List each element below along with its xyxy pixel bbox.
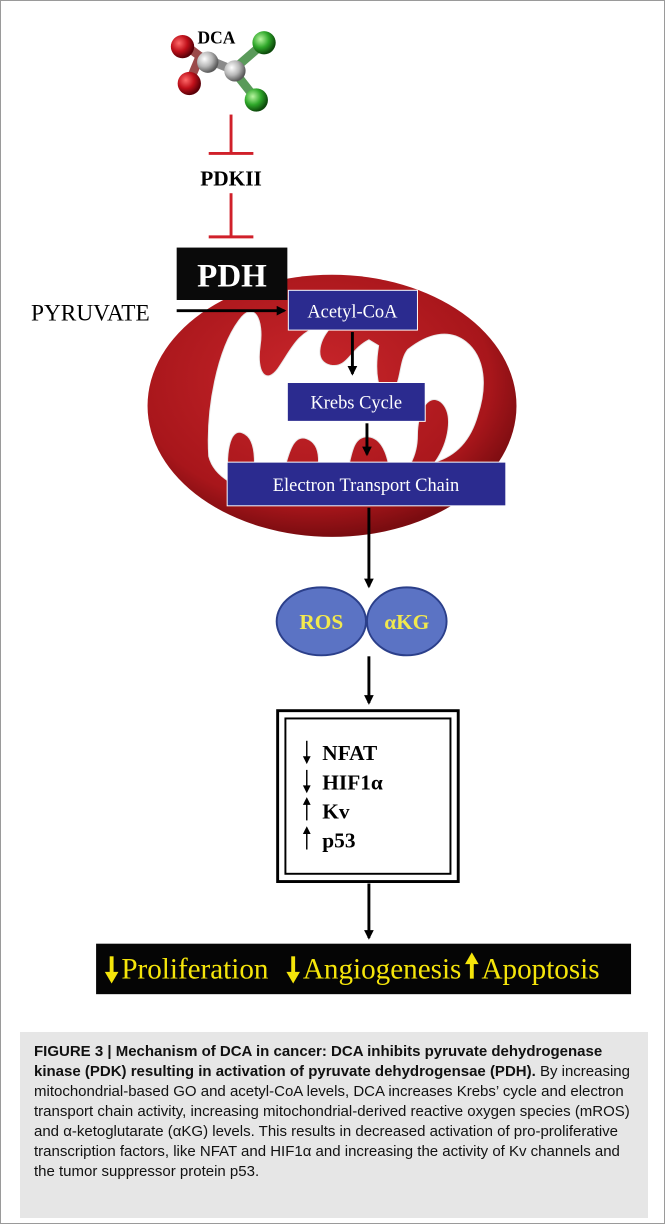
akg-label: αKG	[384, 610, 430, 634]
caption-body: By increasing mitochondrial-based GO and…	[34, 1063, 630, 1180]
krebs-box	[286, 382, 426, 422]
effect-label: p53	[322, 829, 355, 853]
effect-arrowhead-icon	[302, 785, 311, 794]
effect-arrowhead-icon	[302, 797, 311, 805]
acetyl-coa-label: Acetyl-CoA	[307, 301, 398, 321]
krebs-label: Krebs Cycle	[310, 393, 402, 413]
outcomes-bar	[96, 943, 632, 995]
etc-label: Electron Transport Chain	[273, 475, 459, 495]
akg-ellipse	[365, 586, 448, 657]
dca-label: DCA	[198, 28, 236, 48]
inhibition-line-2	[208, 193, 254, 239]
inhibition-line-1	[208, 114, 254, 155]
pdh-label: PDH	[197, 258, 267, 294]
effects-box-inner	[284, 717, 452, 875]
outcome-arrowhead-icon	[104, 971, 119, 984]
pyruvate-label: PYRUVATE	[31, 300, 150, 326]
outcome-arrowhead-icon	[465, 952, 479, 965]
effect-label: Kv	[322, 799, 350, 823]
effect-arrowhead-icon	[302, 756, 311, 765]
ros-label: ROS	[299, 610, 343, 634]
outcomes-list: Proliferation Angiogenesis Apoptosis	[104, 952, 600, 986]
acetyl-coa-box	[287, 289, 418, 331]
caption-heading: FIGURE 3 | Mechanism of DCA in cancer: D…	[34, 1043, 603, 1080]
outcome-label: Angiogenesis	[303, 954, 461, 986]
figure-caption: FIGURE 3 | Mechanism of DCA in cancer: D…	[20, 1032, 648, 1218]
caption-text: FIGURE 3 | Mechanism of DCA in cancer: D…	[34, 1042, 638, 1182]
dca-mechanism-diagram: DCA PDKII PDH PYRUVATE Acetyl-CoA Krebs …	[31, 28, 632, 995]
effect-label: HIF1α	[322, 770, 383, 794]
pdkii-label: PDKII	[200, 166, 262, 190]
outcome-arrowhead-icon	[286, 971, 300, 984]
effect-label: NFAT	[322, 741, 377, 765]
outcome-label: Apoptosis	[482, 954, 600, 986]
etc-box	[226, 461, 507, 507]
outcome-label: Proliferation	[121, 954, 269, 986]
dca-molecule-icon	[170, 31, 276, 112]
pdh-box	[176, 247, 288, 300]
effect-arrowhead-icon	[302, 826, 311, 834]
